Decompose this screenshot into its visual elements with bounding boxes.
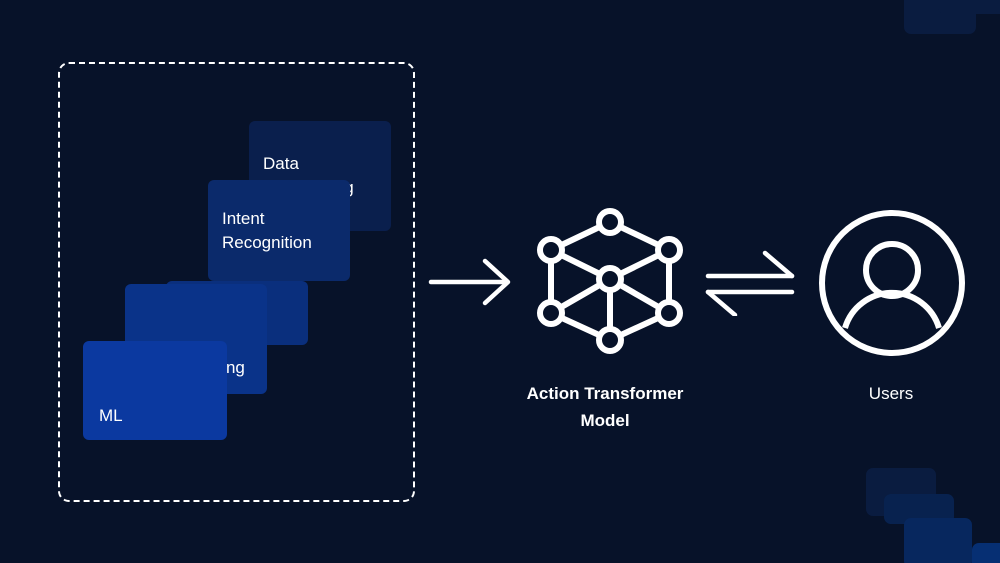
card-ml-label: ML [99, 406, 123, 425]
decor-block-bottom-right-4 [972, 543, 1000, 563]
decor-block-bottom-right-3 [904, 518, 972, 563]
action-transformer-model-caption: Action Transformer Model [526, 384, 684, 430]
card-intent-recognition[interactable]: Intent Recognition [208, 180, 350, 281]
card-ml[interactable]: ML [83, 341, 227, 440]
arrow-right-icon [428, 258, 511, 306]
decor-block-top-right-2 [938, 0, 1000, 14]
capability-stack-group [58, 62, 415, 502]
network-cube-icon [537, 208, 683, 354]
bidirectional-arrow-icon [705, 250, 795, 316]
users-caption: Users [868, 384, 914, 403]
card-intent-recognition-label: Intent Recognition [222, 208, 312, 252]
user-avatar-icon [819, 210, 965, 356]
